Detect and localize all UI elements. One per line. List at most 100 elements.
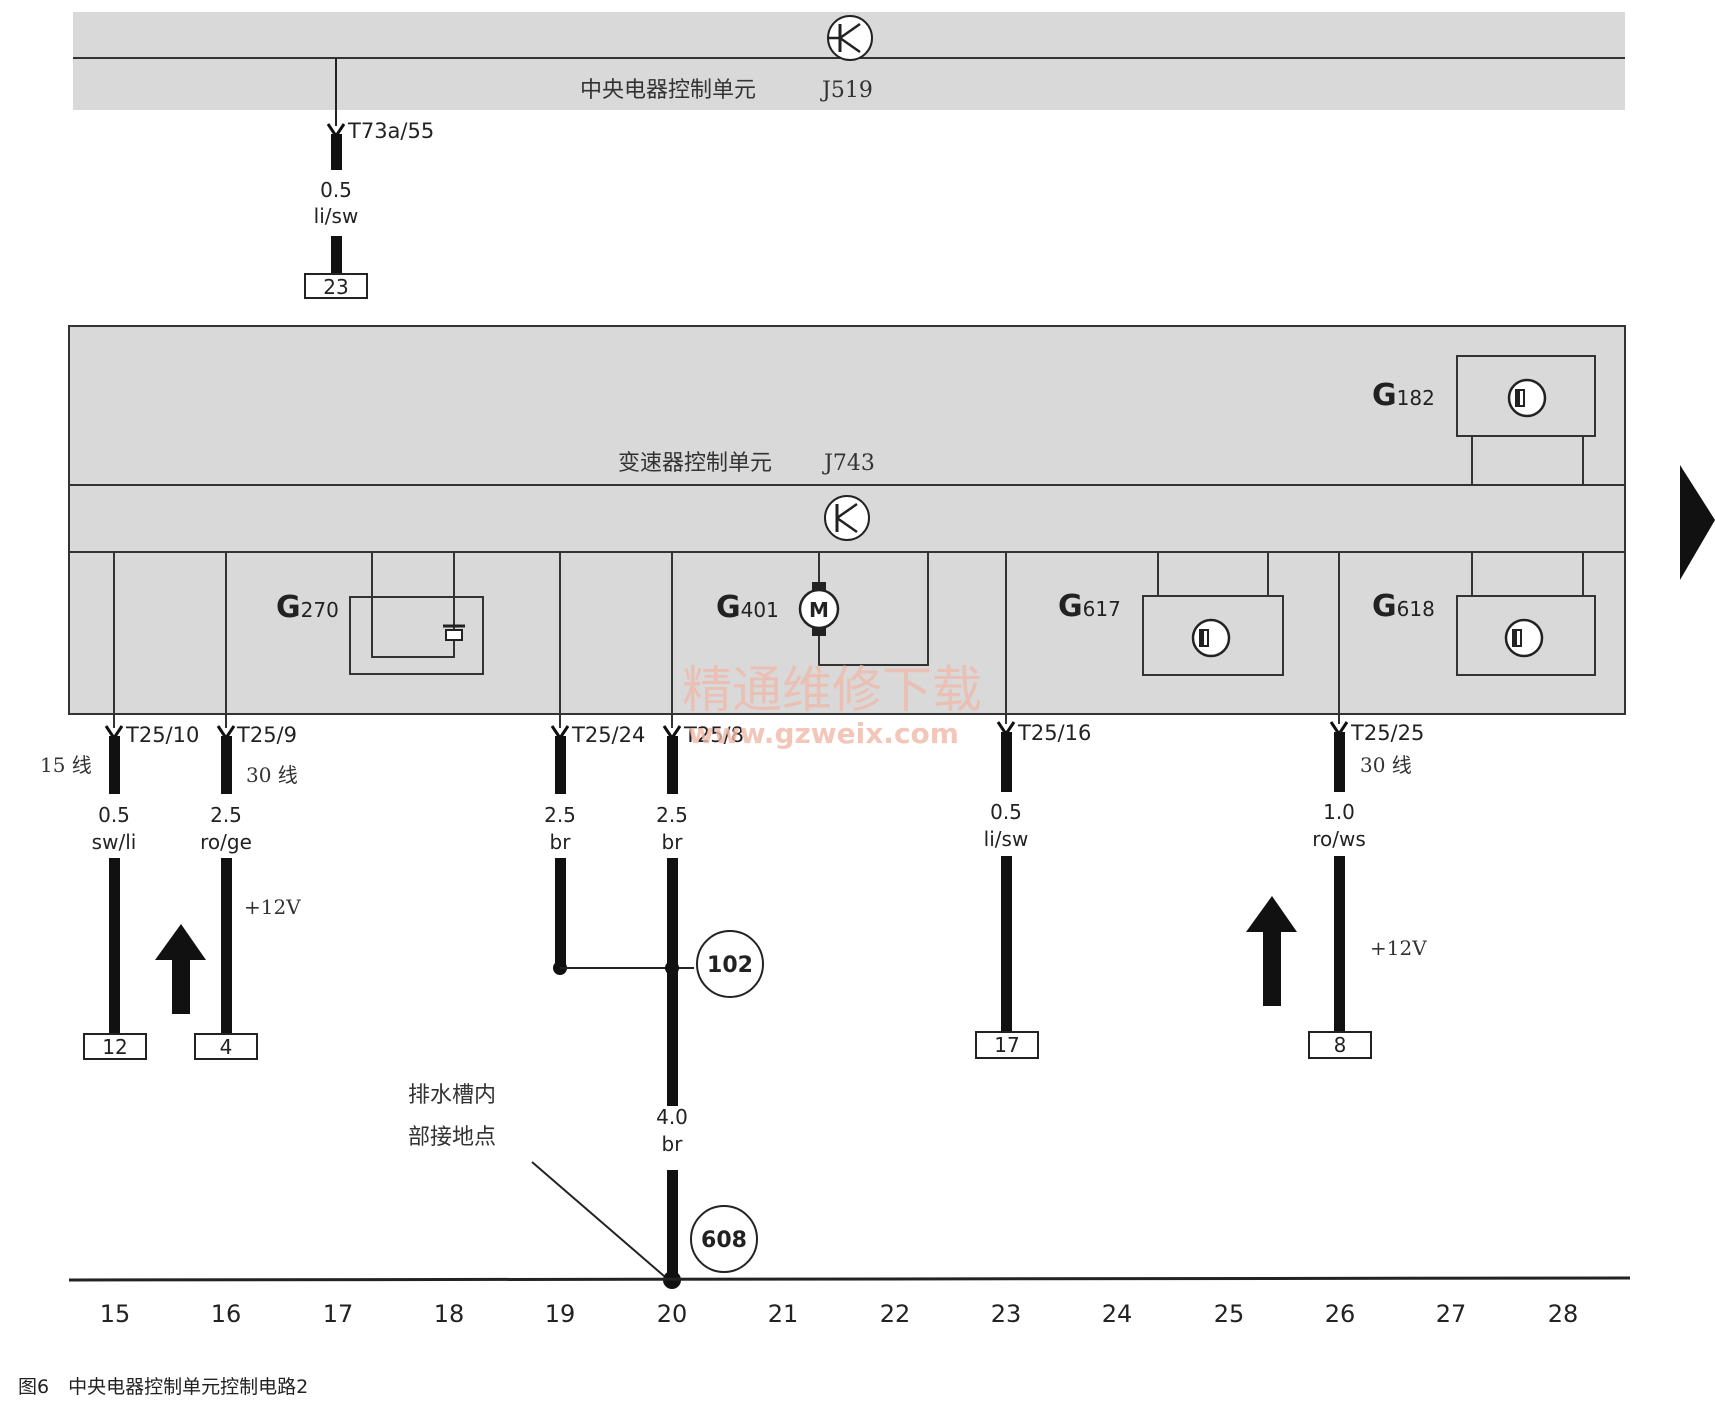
j743-code: J743 xyxy=(822,451,875,476)
wire-15 xyxy=(83,552,147,1060)
j519-name: 中央电器控制单元 xyxy=(580,78,756,103)
wire-15-note: 15 线 xyxy=(40,753,92,777)
track-number: 24 xyxy=(1102,1300,1133,1328)
top-wire-gauge: 0.5 xyxy=(320,178,352,202)
track-number: 21 xyxy=(768,1300,799,1328)
top-wire-ref: 23 xyxy=(323,275,348,299)
g182-sensor-icon xyxy=(1507,378,1547,418)
g618-sensor-icon xyxy=(1504,618,1544,658)
g617-label: G617 xyxy=(1058,589,1121,624)
wire-16 xyxy=(194,552,258,1060)
g401-motor-symbol: M xyxy=(809,598,829,622)
top-wire-segment-lower xyxy=(331,236,342,274)
wire-23-gauge: 0.5 xyxy=(990,800,1022,824)
wire-15-gauge: 0.5 xyxy=(98,803,130,827)
wire-26-note: 30 线 xyxy=(1360,753,1412,777)
g270-label: G270 xyxy=(276,590,339,625)
ground-label-line2: 部接地点 xyxy=(408,1125,496,1150)
track-number: 22 xyxy=(880,1300,911,1328)
g617-sub: 617 xyxy=(1083,597,1121,621)
splice-102-label: 102 xyxy=(707,953,753,978)
watermark-text: 精通维修下载 xyxy=(682,661,982,719)
wire-16-color: ro/ge xyxy=(200,830,252,854)
ground-bus xyxy=(68,1276,1631,1282)
j519-code: J519 xyxy=(820,78,873,103)
j519-transistor-icon xyxy=(827,15,873,61)
wire-19-connector: T25/24 xyxy=(571,723,645,747)
wire-20-connector: T25/8 xyxy=(683,723,744,747)
g270-loop xyxy=(371,552,455,658)
top-wire-color: li/sw xyxy=(314,204,359,228)
wire-19-color: br xyxy=(550,830,572,854)
watermark-url: www.gzweix.com xyxy=(688,717,959,750)
wire-16-voltage: +12V xyxy=(244,895,301,919)
g617-id: G xyxy=(1058,589,1083,624)
g401-label: G401 xyxy=(716,590,779,625)
wire-20-color: br xyxy=(662,830,684,854)
track-number: 27 xyxy=(1436,1300,1467,1328)
wire-26-color: ro/ws xyxy=(1312,827,1366,851)
j743-name: 变速器控制单元 xyxy=(618,451,772,476)
wire-15-connector: T25/10 xyxy=(125,723,199,747)
track-number: 28 xyxy=(1548,1300,1579,1328)
g270-id: G xyxy=(276,590,301,625)
wire-23-ref: 17 xyxy=(994,1033,1019,1057)
wire-15-color: sw/li xyxy=(92,830,137,854)
g270-sub: 270 xyxy=(301,598,339,622)
wire-16-connector: T25/9 xyxy=(236,723,297,747)
wire-26-ref: 8 xyxy=(1334,1033,1347,1057)
wire-26 xyxy=(1308,552,1372,1059)
track-number: 19 xyxy=(545,1300,576,1328)
ground-label-line1: 排水槽内 xyxy=(408,1083,496,1108)
g182-sub: 182 xyxy=(1397,386,1435,410)
ground-wire-gauge: 4.0 xyxy=(656,1105,688,1129)
g618-id: G xyxy=(1372,589,1397,624)
wire-23-connector: T25/16 xyxy=(1017,721,1091,745)
wire-20 xyxy=(662,552,682,1289)
g270-capacitor-icon xyxy=(443,624,465,641)
wire-16-gauge: 2.5 xyxy=(210,803,242,827)
wire-23-color: li/sw xyxy=(984,827,1029,851)
top-wire-segment xyxy=(331,134,342,170)
flow-arrow-up-icon xyxy=(155,924,206,1014)
g617-sensor-icon xyxy=(1191,618,1231,658)
track-number: 26 xyxy=(1325,1300,1356,1328)
wire-26-voltage: +12V xyxy=(1370,936,1427,960)
track-number: 16 xyxy=(211,1300,242,1328)
g401-sub: 401 xyxy=(741,598,779,622)
flow-arrow-up-icon-2 xyxy=(1246,896,1297,1006)
wire-16-note: 30 线 xyxy=(246,763,298,787)
wire-20-gauge: 2.5 xyxy=(656,803,688,827)
ground-wire-color: br xyxy=(662,1132,684,1156)
g270-box xyxy=(349,596,484,675)
track-number: 20 xyxy=(657,1300,688,1328)
splice-102 xyxy=(696,930,764,998)
top-wire-ref-box xyxy=(304,273,368,299)
wire-16-ref: 4 xyxy=(220,1035,233,1059)
figure-caption: 图6 中央电器控制单元控制电路2 xyxy=(18,1376,308,1398)
wire-15-ref: 12 xyxy=(102,1035,127,1059)
g401-id: G xyxy=(716,590,741,625)
wire-19 xyxy=(550,552,694,975)
wire-26-connector: T25/25 xyxy=(1350,721,1424,745)
track-number: 17 xyxy=(323,1300,354,1328)
track-number: 15 xyxy=(100,1300,131,1328)
wire-23 xyxy=(975,552,1039,1059)
ground-point-608-label: 608 xyxy=(701,1228,747,1253)
g182-id: G xyxy=(1372,378,1397,413)
g618-sub: 618 xyxy=(1397,597,1435,621)
ground-label-leader xyxy=(531,1161,665,1277)
track-numbers: 15 16 17 18 19 20 21 22 23 24 25 26 27 2… xyxy=(100,1300,1579,1328)
track-number: 23 xyxy=(991,1300,1022,1328)
j743-transistor-icon xyxy=(824,495,870,541)
track-number: 18 xyxy=(434,1300,465,1328)
g182-label: G182 xyxy=(1372,378,1435,413)
ground-point-608 xyxy=(690,1205,758,1273)
g618-label: G618 xyxy=(1372,589,1435,624)
top-wire-connector: T73a/55 xyxy=(347,119,434,143)
wire-19-gauge: 2.5 xyxy=(544,803,576,827)
g401-motor-icon: M xyxy=(798,582,840,636)
track-number: 25 xyxy=(1214,1300,1245,1328)
wire-26-gauge: 1.0 xyxy=(1323,800,1355,824)
